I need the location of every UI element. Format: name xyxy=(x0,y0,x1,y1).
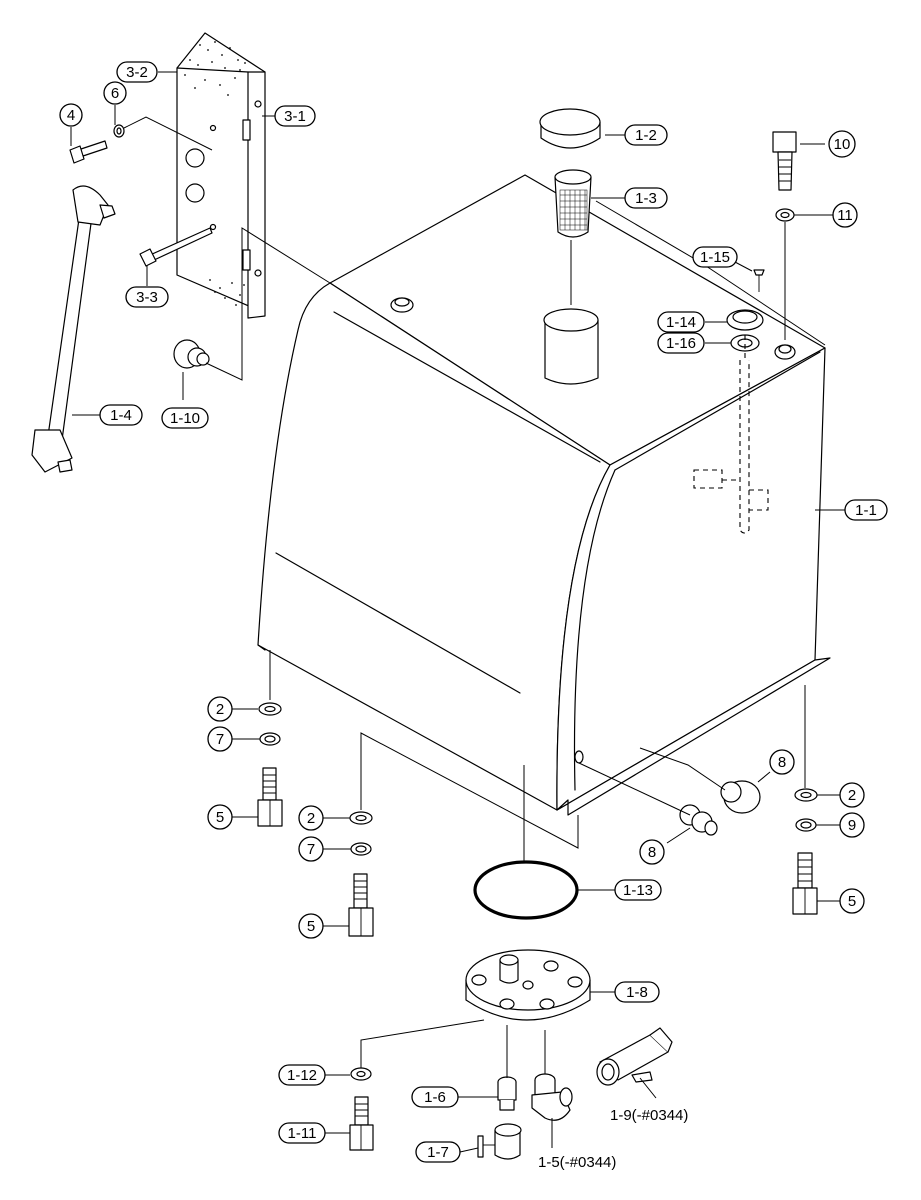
spring-washer-9 xyxy=(795,818,817,832)
tag-8a: 8 xyxy=(769,749,795,775)
tag-1-7: 1-7 xyxy=(415,1141,461,1163)
tag-label: 1-16 xyxy=(666,335,696,352)
tag-5b: 5 xyxy=(298,913,324,939)
tag-label: 1-11 xyxy=(288,1125,317,1142)
tag-label: 7 xyxy=(216,731,224,748)
bolt-10 xyxy=(772,131,797,222)
tag-label: 9 xyxy=(848,817,856,834)
tag-label: 6 xyxy=(111,85,119,102)
tag-label: 5 xyxy=(307,918,315,935)
tag-label: 2 xyxy=(307,810,315,827)
tag-4: 4 xyxy=(59,103,83,127)
tag-label: 1-10 xyxy=(170,410,200,427)
leader-lines xyxy=(70,71,845,1153)
tag-label: 7 xyxy=(307,841,315,858)
tag-1-15: 1-15 xyxy=(692,246,738,268)
tag-1-2: 1-2 xyxy=(624,124,668,146)
tag-label: 3-3 xyxy=(136,289,158,306)
tag-10: 10 xyxy=(828,130,856,158)
washer-2b xyxy=(349,811,373,825)
tag-label: 1-14 xyxy=(666,314,696,331)
tag-label: 1-12 xyxy=(287,1067,317,1084)
tag-7a: 7 xyxy=(207,726,233,752)
tag-1-16: 1-16 xyxy=(657,332,705,354)
tag-5c: 5 xyxy=(839,888,865,914)
tag-label: 1-4 xyxy=(110,407,132,424)
tag-label: 1-2 xyxy=(635,127,657,144)
strainer-1-3 xyxy=(554,169,592,238)
tag-3-1: 3-1 xyxy=(274,105,316,127)
tag-2c: 2 xyxy=(839,782,865,808)
tag-8b: 8 xyxy=(639,839,665,865)
tag-label: 1-7 xyxy=(427,1144,449,1161)
label-1-5: 1-5(-#0344) xyxy=(538,1154,616,1171)
tag-1-4: 1-4 xyxy=(99,404,143,426)
tag-label: 8 xyxy=(778,754,786,771)
tag-1-1: 1-1 xyxy=(844,499,888,521)
tag-3-2: 3-2 xyxy=(116,61,158,83)
tag-label: 1-13 xyxy=(623,882,653,899)
tag-label: 1-6 xyxy=(424,1089,446,1106)
tag-label: 1-1 xyxy=(855,502,877,519)
tag-label: 1-15 xyxy=(700,249,730,266)
callout-tags: 3-2 3-1 3-3 1-2 1-3 1-15 1-14 1-16 1-10 … xyxy=(59,61,888,1171)
tag-11: 11 xyxy=(832,202,858,228)
tag-label: 4 xyxy=(67,107,75,124)
tag-2a: 2 xyxy=(207,696,233,722)
tag-label: 8 xyxy=(648,844,656,861)
level-gauge-1-4 xyxy=(31,185,116,473)
tag-label: 1-3 xyxy=(635,190,657,207)
o-ring-1-13 xyxy=(473,860,579,920)
fitting-1-6 xyxy=(497,1076,517,1111)
bracket-texture xyxy=(184,41,246,306)
tag-6: 6 xyxy=(103,81,127,105)
filler-cap-1-2 xyxy=(539,108,601,149)
tag-5a: 5 xyxy=(207,804,233,830)
tag-label: 2 xyxy=(848,787,856,804)
tag-1-10: 1-10 xyxy=(161,407,209,429)
hydraulic-tank-body xyxy=(257,174,831,816)
washer-1-12 xyxy=(350,1067,372,1081)
plug-8a xyxy=(720,780,761,814)
bolt-3-3 xyxy=(139,227,213,267)
valve-1-7 xyxy=(477,1123,522,1160)
bolt-5c xyxy=(792,852,818,915)
tag-label: 2 xyxy=(216,701,224,718)
tag-label: 11 xyxy=(837,207,853,224)
tag-1-12: 1-12 xyxy=(278,1064,326,1086)
spring-washer-7b xyxy=(350,842,372,856)
coupler-1-9 xyxy=(596,1027,673,1086)
tag-9: 9 xyxy=(839,812,865,838)
label-1-9: 1-9(-#0344) xyxy=(610,1107,688,1124)
plug-1-10 xyxy=(173,339,210,369)
tag-3-3: 3-3 xyxy=(125,286,169,308)
tag-label: 3-2 xyxy=(126,64,148,81)
tag-label: 3-1 xyxy=(284,108,306,125)
tag-label: 5 xyxy=(848,893,856,910)
tag-1-14: 1-14 xyxy=(657,311,705,333)
washer-2c xyxy=(794,788,818,802)
mounting-bracket-assembly xyxy=(176,32,266,319)
bolt-4 xyxy=(69,124,125,164)
bolt-5b xyxy=(348,873,374,937)
tag-1-11: 1-11 xyxy=(278,1122,326,1144)
washer-2a xyxy=(258,702,282,716)
tag-label: 1-8 xyxy=(626,984,648,1001)
tag-2b: 2 xyxy=(298,805,324,831)
bolt-5a xyxy=(257,767,283,827)
level-gauge-parts xyxy=(726,269,765,360)
elbow-1-5 xyxy=(531,1073,573,1121)
tag-label: 10 xyxy=(834,136,851,153)
tag-1-13: 1-13 xyxy=(614,879,662,901)
tag-7b: 7 xyxy=(298,836,324,862)
tag-1-8: 1-8 xyxy=(614,981,660,1003)
tag-1-3: 1-3 xyxy=(624,187,668,209)
cover-plate-1-8 xyxy=(465,949,591,1021)
tag-1-6: 1-6 xyxy=(411,1086,459,1108)
bolt-1-11 xyxy=(349,1096,374,1151)
tag-label: 5 xyxy=(216,809,224,826)
spring-washer-7a xyxy=(259,732,281,746)
